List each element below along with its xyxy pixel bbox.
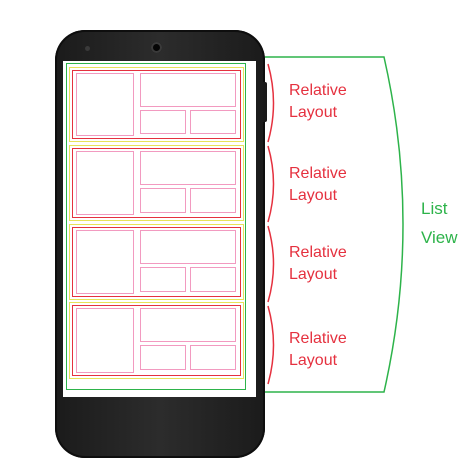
text-view-box (190, 110, 236, 134)
text-view-box (140, 230, 236, 264)
phone-camera-icon (151, 42, 162, 53)
relative-layout-box (72, 227, 241, 297)
text-view-box (190, 345, 236, 370)
list-view-outline (66, 63, 246, 390)
text-view-box (140, 345, 186, 370)
image-view-box (76, 73, 134, 136)
phone-side-button (263, 82, 267, 122)
text-view-box (190, 267, 236, 292)
relative-layout-label: Relative Layout (289, 165, 347, 204)
relative-layout-brace (267, 145, 275, 223)
relative-layout-box (72, 70, 241, 139)
text-view-box (190, 188, 236, 213)
text-view-box (140, 188, 186, 213)
image-view-box (76, 230, 134, 294)
relative-layout-brace (267, 305, 275, 385)
phone-speaker-icon (85, 46, 90, 51)
list-row-outline (69, 67, 244, 142)
text-view-box (140, 110, 186, 134)
list-row-outline (69, 224, 244, 300)
list-view-label: List View (421, 199, 458, 247)
text-view-box (140, 73, 236, 107)
relative-layout-box (72, 305, 241, 376)
relative-layout-box (72, 148, 241, 218)
list-view-bracket (265, 56, 404, 393)
list-row-outline (69, 302, 244, 379)
text-view-box (140, 151, 236, 185)
relative-layout-label: Relative Layout (289, 244, 347, 283)
text-view-box (140, 308, 236, 342)
image-view-box (76, 308, 134, 373)
list-row-outline (69, 145, 244, 221)
relative-layout-label: Relative Layout (289, 82, 347, 121)
image-view-box (76, 151, 134, 215)
relative-layout-label: Relative Layout (289, 330, 347, 369)
relative-layout-brace (267, 63, 275, 143)
text-view-box (140, 267, 186, 292)
relative-layout-brace (267, 225, 275, 303)
